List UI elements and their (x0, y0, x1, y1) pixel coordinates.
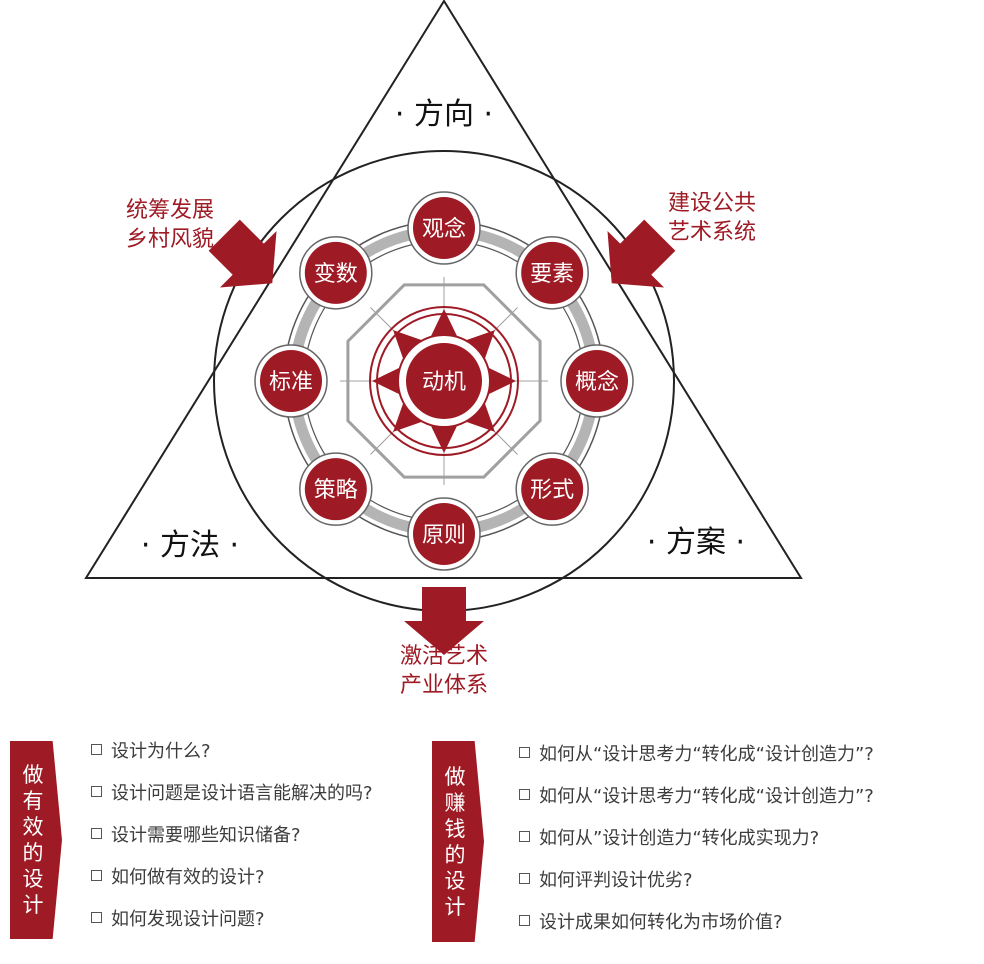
node-disc (413, 197, 475, 259)
node-label: 形式 (530, 478, 574, 503)
right-panel-tag: 做赚钱的设计 (432, 741, 484, 942)
corner-label-left: · 方法 · (141, 528, 239, 563)
node-label: 观念 (422, 217, 466, 242)
arrow-label-bottom-line2: 产业体系 (400, 673, 488, 698)
node-label: 变数 (314, 262, 358, 287)
left-question-list: 设计为什么? 设计问题是设计语言能解决的吗? 设计需要哪些知识储备? 如何做有效… (91, 739, 373, 949)
center-circle (406, 343, 482, 419)
arrow-label-bottom-line1: 激活艺术 (400, 644, 488, 669)
question-item: 如何评判设计优劣? (519, 868, 874, 910)
corner-label-right: · 方案 · (647, 525, 745, 560)
arrow-label-top-left-line1: 统筹发展 (126, 198, 214, 223)
question-item: 如何从“设计思考力“转化成“设计创造力”? (519, 784, 874, 826)
left-panel-tag-text: 做有效的设计 (22, 763, 44, 917)
octagon-outline (346, 283, 542, 479)
arrow-label-top-left-line2: 乡村风貌 (126, 227, 214, 252)
node-label: 策略 (314, 478, 358, 503)
node-disc (566, 350, 628, 412)
question-item: 如何做有效的设计? (91, 865, 373, 907)
question-item: 设计问题是设计语言能解决的吗? (91, 781, 373, 823)
question-item: 设计为什么? (91, 739, 373, 781)
right-panel-tag-text: 做赚钱的设计 (444, 764, 466, 919)
node-disc (260, 350, 322, 412)
node-label: 标准 (269, 370, 313, 395)
sun-ray (393, 402, 423, 432)
node-disc (521, 241, 584, 304)
node: 原则 (407, 497, 481, 571)
sun-ray (487, 367, 516, 395)
node-disc (413, 503, 475, 565)
node-disc (304, 241, 367, 304)
sun-rays (372, 309, 516, 453)
sun-ray (430, 309, 458, 338)
outer-triangle (84, 0, 803, 579)
right-question-list: 如何从“设计思考力“转化成“设计创造力”? 如何从“设计思考力“转化成“设计创造… (519, 742, 874, 952)
sun-outer-ring (369, 306, 519, 456)
node: 要素 (515, 236, 589, 310)
left-panel-tag: 做有效的设计 (10, 741, 62, 939)
sun-ray (465, 330, 495, 360)
arrow-top-left (208, 219, 277, 288)
node: 观念 (407, 191, 481, 265)
sun-ray (372, 367, 401, 395)
node: 形式 (515, 452, 589, 526)
sun-ray (430, 424, 458, 453)
question-item: 设计成果如何转化为市场价值? (519, 910, 874, 952)
node-label: 概念 (575, 370, 619, 395)
center-label: 动机 (422, 370, 466, 395)
sun-ray (465, 402, 495, 432)
node: 变数 (299, 236, 373, 310)
node-label: 原则 (422, 523, 466, 548)
node-disc (304, 458, 367, 521)
arrow-label-top-right-line1: 建设公共 (668, 191, 756, 216)
question-item: 设计需要哪些知识储备? (91, 823, 373, 865)
question-item: 如何发现设计问题? (91, 907, 373, 949)
question-item: 如何从”设计创造力“转化成实现力? (519, 826, 874, 868)
node-disc (521, 458, 584, 521)
question-item: 如何从“设计思考力“转化成“设计创造力”? (519, 742, 874, 784)
node-label: 要素 (530, 262, 574, 287)
arrow-top-right (607, 219, 676, 288)
corner-label-top: · 方向 · (395, 97, 493, 132)
node: 策略 (299, 452, 373, 526)
arrow-label-top-right-line2: 艺术系统 (668, 220, 756, 245)
sun-ray (393, 330, 423, 360)
arrow-bottom (404, 587, 484, 655)
node: 概念 (560, 344, 634, 418)
node: 标准 (254, 344, 328, 418)
